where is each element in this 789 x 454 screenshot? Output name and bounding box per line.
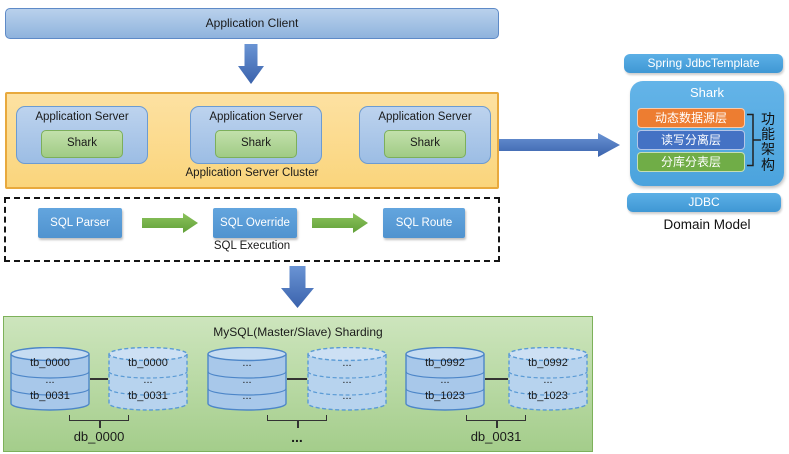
replication-link [485, 378, 508, 380]
table-range-label: ... [143, 374, 153, 386]
db-group-brace [466, 415, 526, 428]
table-range-label: ... [342, 374, 352, 386]
table-range-label: ... [242, 390, 252, 402]
mysql-sharding-box [3, 316, 593, 452]
table-range-label: ... [45, 374, 55, 386]
sharding-layer: 分库分表层 [637, 152, 745, 172]
functional-architecture-label: 功能架构 [761, 111, 775, 173]
table-range-label: tb_0000 [128, 357, 168, 369]
slave-db-cylinder: ... ... ... [307, 347, 387, 411]
master-db-cylinder: tb_0000 ... tb_0031 [10, 347, 90, 411]
shark-inner-box: Shark [215, 130, 297, 158]
replication-link [90, 378, 108, 380]
master-db-cylinder: tb_0992 ... tb_1023 [405, 347, 485, 411]
sql-execution-label: SQL Execution [213, 240, 291, 252]
table-range-label: ... [242, 374, 252, 386]
cluster-label: Application Server Cluster [185, 167, 319, 179]
db-group-label: ... [291, 429, 303, 445]
jdbc-bar: JDBC [627, 193, 781, 212]
shark-panel-title: Shark [690, 85, 724, 100]
slave-db-cylinder: tb_0000 ... tb_0031 [108, 347, 188, 411]
table-range-label: tb_0992 [528, 357, 568, 369]
brace-icon [747, 113, 761, 167]
replication-link [287, 378, 307, 380]
table-range-label: ... [543, 374, 553, 386]
right-arrow-icon [499, 133, 620, 157]
table-range-label: tb_0031 [30, 390, 70, 402]
domain-model-caption: Domain Model [663, 217, 751, 232]
db-group-brace [69, 415, 129, 428]
slave-db-cylinder: tb_0992 ... tb_1023 [508, 347, 588, 411]
table-range-label: ... [242, 357, 252, 369]
mysql-sharding-title: MySQL(Master/Slave) Sharding [213, 325, 383, 339]
spring-jdbctemplate-bar: Spring JdbcTemplate [624, 54, 783, 73]
master-db-cylinder: ... ... ... [207, 347, 287, 411]
table-range-label: ... [342, 390, 352, 402]
green-right-arrow-icon [142, 213, 198, 233]
table-range-label: tb_1023 [425, 390, 465, 402]
table-range-label: ... [342, 357, 352, 369]
db-group-label: db_0000 [73, 429, 125, 444]
shark-inner-box: Shark [41, 130, 123, 158]
sql-parser-step: SQL Parser [38, 208, 122, 238]
down-arrow-icon [281, 266, 314, 308]
sql-route-step: SQL Route [383, 208, 465, 238]
application-client-bar: Application Client [5, 8, 499, 39]
db-group-brace [267, 415, 327, 428]
application-server-label: Application Server [378, 111, 472, 123]
down-arrow-icon [238, 44, 264, 84]
sql-override-step: SQL Override [213, 208, 297, 238]
read-write-split-layer: 读写分离层 [637, 130, 745, 150]
green-right-arrow-icon [312, 213, 368, 233]
dynamic-datasource-layer: 动态数据源层 [637, 108, 745, 128]
table-range-label: ... [440, 374, 450, 386]
table-range-label: tb_1023 [528, 390, 568, 402]
table-range-label: tb_0031 [128, 390, 168, 402]
table-range-label: tb_0992 [425, 357, 465, 369]
shark-inner-box: Shark [384, 130, 466, 158]
application-server-label: Application Server [209, 111, 303, 123]
db-group-label: db_0031 [470, 429, 522, 444]
table-range-label: tb_0000 [30, 357, 70, 369]
application-server-label: Application Server [35, 111, 129, 123]
